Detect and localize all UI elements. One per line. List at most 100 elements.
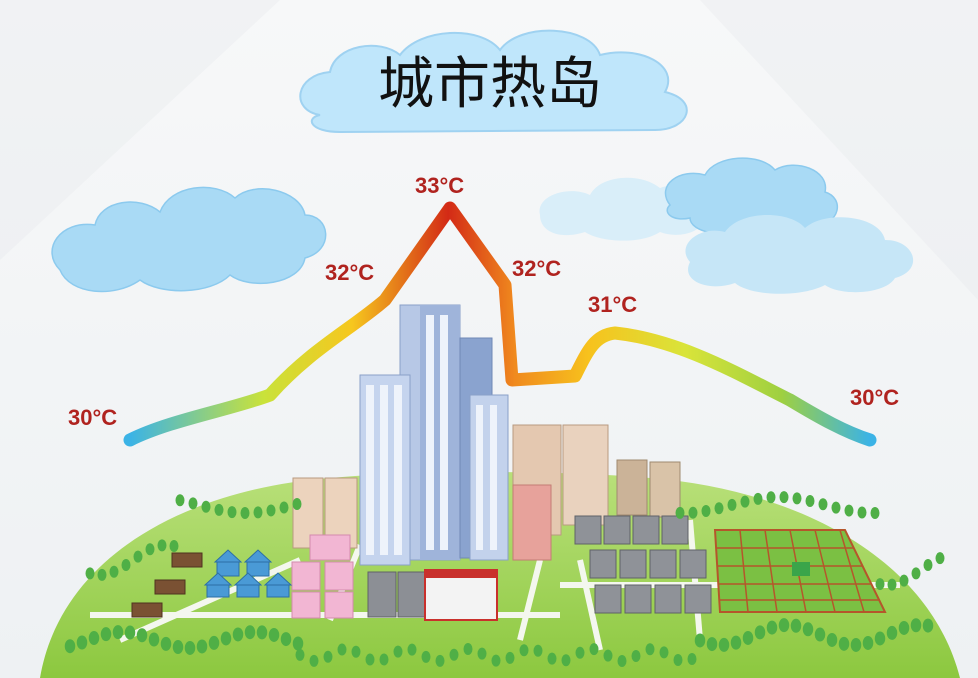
tree <box>575 646 585 659</box>
tree <box>687 652 697 665</box>
tree <box>88 631 100 646</box>
tree <box>121 558 131 571</box>
tree <box>753 492 763 505</box>
tree <box>172 640 184 655</box>
tree <box>831 501 841 514</box>
tree <box>393 645 403 658</box>
temp-label-suburb: 31°C <box>588 292 637 317</box>
temp-label-center-peak: 33°C <box>415 173 464 198</box>
tree <box>617 654 627 667</box>
tree <box>100 627 112 642</box>
tree <box>136 628 148 643</box>
tree <box>124 625 136 640</box>
sky-facets <box>0 0 978 300</box>
tree <box>742 630 754 645</box>
tree <box>292 498 302 511</box>
tree <box>533 644 543 657</box>
tree <box>886 625 898 640</box>
temp-label-far-right: 30°C <box>850 385 899 410</box>
tree <box>874 631 886 646</box>
tree <box>911 567 921 580</box>
cloud-right-lower <box>685 214 914 294</box>
tree <box>766 491 776 504</box>
tree <box>266 504 276 517</box>
tree <box>694 633 706 648</box>
tree <box>256 625 268 640</box>
tree <box>766 620 778 635</box>
tree <box>232 627 244 642</box>
tree <box>818 498 828 511</box>
buildings <box>131 304 712 621</box>
tree <box>295 648 305 661</box>
tree <box>240 506 250 519</box>
tree <box>169 539 179 552</box>
tree <box>421 650 431 663</box>
tree <box>899 574 909 587</box>
tree <box>280 632 292 647</box>
tree <box>922 618 934 633</box>
tree <box>714 502 724 515</box>
tree <box>365 653 375 666</box>
tree <box>64 639 76 654</box>
tree <box>85 567 95 580</box>
tree <box>838 636 850 651</box>
tree <box>688 506 698 519</box>
tree <box>268 627 280 642</box>
tree <box>244 625 256 640</box>
tree <box>407 643 417 656</box>
tree <box>435 654 445 667</box>
tree <box>701 505 711 518</box>
tree <box>898 620 910 635</box>
tree <box>603 649 613 662</box>
tree <box>157 539 167 552</box>
tree <box>561 654 571 667</box>
tree <box>730 635 742 650</box>
tree <box>792 492 802 505</box>
tree <box>76 635 88 650</box>
tree <box>148 632 160 647</box>
tree <box>844 504 854 517</box>
tree <box>645 643 655 656</box>
tree <box>887 578 897 591</box>
tree <box>631 650 641 663</box>
tree <box>790 618 802 633</box>
title: 城市热岛 <box>378 52 602 117</box>
tree <box>379 653 389 666</box>
tree <box>201 500 211 513</box>
tree <box>97 568 107 581</box>
tree <box>309 654 319 667</box>
tree <box>214 503 224 516</box>
tree <box>659 646 669 659</box>
tree <box>196 639 208 654</box>
tree <box>706 637 718 652</box>
tree <box>805 494 815 507</box>
tree <box>160 636 172 651</box>
temperature-curve <box>123 201 877 447</box>
cloud-center-faint <box>539 177 702 241</box>
tree <box>862 635 874 650</box>
tree <box>477 647 487 660</box>
tree <box>145 543 155 556</box>
tree <box>850 637 862 652</box>
tree <box>220 631 232 646</box>
title-cloud <box>299 29 688 134</box>
tree <box>778 618 790 633</box>
tree <box>253 506 263 519</box>
tree <box>857 506 867 519</box>
tree <box>337 643 347 656</box>
cloud-right <box>664 157 839 237</box>
tree <box>351 645 361 658</box>
tree <box>109 565 119 578</box>
tree <box>727 498 737 511</box>
tree <box>112 625 124 640</box>
ground <box>40 472 960 678</box>
trees <box>64 491 945 667</box>
farmland <box>713 529 887 613</box>
tree <box>923 558 933 571</box>
tree <box>673 654 683 667</box>
tree <box>547 652 557 665</box>
tree <box>718 637 730 652</box>
tree <box>754 625 766 640</box>
tree <box>505 651 515 664</box>
tree <box>589 643 599 656</box>
